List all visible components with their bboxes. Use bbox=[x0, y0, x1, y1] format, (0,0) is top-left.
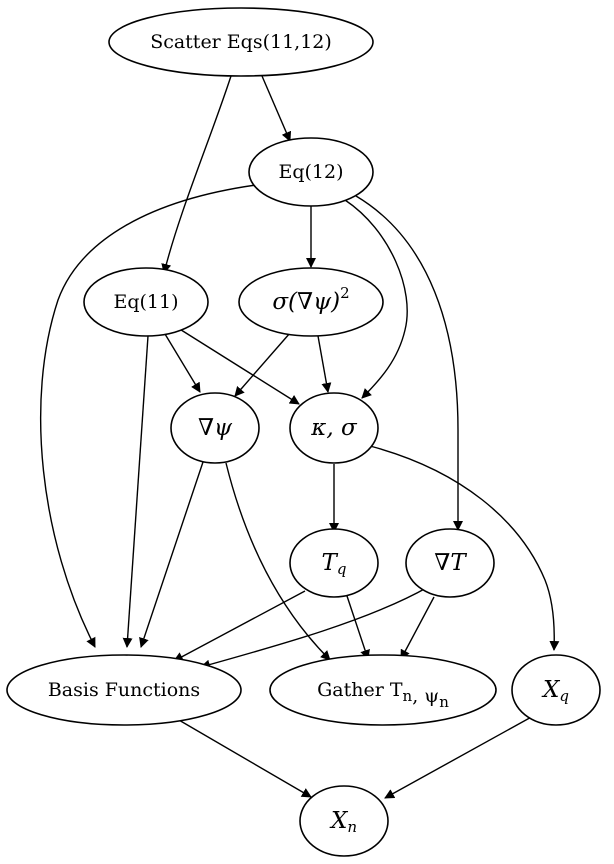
node-sigma-grad-psi-sq-label: σ(∇ψ)2 bbox=[272, 284, 349, 315]
edge-eq11-kappa bbox=[177, 327, 300, 405]
node-x-q-label: Xq bbox=[541, 677, 569, 705]
edge-xq-xn bbox=[384, 714, 536, 799]
edges bbox=[39, 75, 560, 799]
edge-tq-basis bbox=[173, 590, 306, 662]
edge-tq-gather bbox=[346, 595, 370, 660]
edge-gradpsi-gather bbox=[225, 462, 331, 661]
edge-eq12-kappa bbox=[344, 199, 408, 399]
node-grad-psi-label: ∇ψ bbox=[198, 415, 233, 441]
edge-basis-xn bbox=[171, 715, 312, 798]
node-basis-functions: Basis Functions bbox=[6, 654, 242, 726]
node-t-q-label: Tq bbox=[322, 550, 347, 578]
node-eq11-label: Eq(11) bbox=[113, 291, 178, 313]
node-x-q: Xq bbox=[511, 654, 601, 726]
edge-scatter-eq11 bbox=[161, 75, 232, 274]
node-scatter-eqs-label: Scatter Eqs(11,12) bbox=[150, 31, 332, 53]
node-basis-functions-label: Basis Functions bbox=[48, 679, 200, 701]
edge-sigma-kappa bbox=[317, 335, 332, 393]
edge-gradt-gather bbox=[400, 596, 435, 660]
node-eq11: Eq(11) bbox=[83, 267, 209, 337]
node-x-n-label: Xn bbox=[329, 808, 357, 836]
node-eq12-label: Eq(12) bbox=[278, 161, 343, 183]
edge-gradt-basis bbox=[200, 586, 429, 670]
edge-eq11-gradpsi bbox=[164, 333, 201, 393]
node-t-q: Tq bbox=[289, 528, 379, 598]
edge-gradpsi-basis bbox=[139, 461, 204, 648]
node-kappa-sigma: κ, σ bbox=[289, 392, 379, 464]
node-gather: Gather Tn, ψn bbox=[269, 654, 497, 726]
node-grad-t-label: ∇T bbox=[434, 550, 467, 576]
node-sigma-grad-psi-sq: σ(∇ψ)2 bbox=[238, 267, 384, 337]
node-grad-t: ∇T bbox=[405, 528, 495, 598]
node-kappa-sigma-label: κ, σ bbox=[310, 415, 358, 441]
node-x-n: Xn bbox=[299, 785, 389, 857]
edge-eq11-basis bbox=[122, 335, 149, 648]
edge-kappa-xq bbox=[369, 445, 560, 651]
node-grad-psi: ∇ψ bbox=[170, 392, 260, 464]
edge-eq12-basis bbox=[39, 184, 257, 648]
edge-scatter-eq12 bbox=[261, 75, 292, 142]
node-scatter-eqs: Scatter Eqs(11,12) bbox=[108, 7, 374, 77]
node-gather-label: Gather Tn, ψn bbox=[317, 679, 449, 711]
edge-eq12-gradt bbox=[355, 195, 463, 531]
edge-sigma-gradpsi bbox=[234, 332, 291, 397]
node-eq12: Eq(12) bbox=[248, 137, 374, 207]
